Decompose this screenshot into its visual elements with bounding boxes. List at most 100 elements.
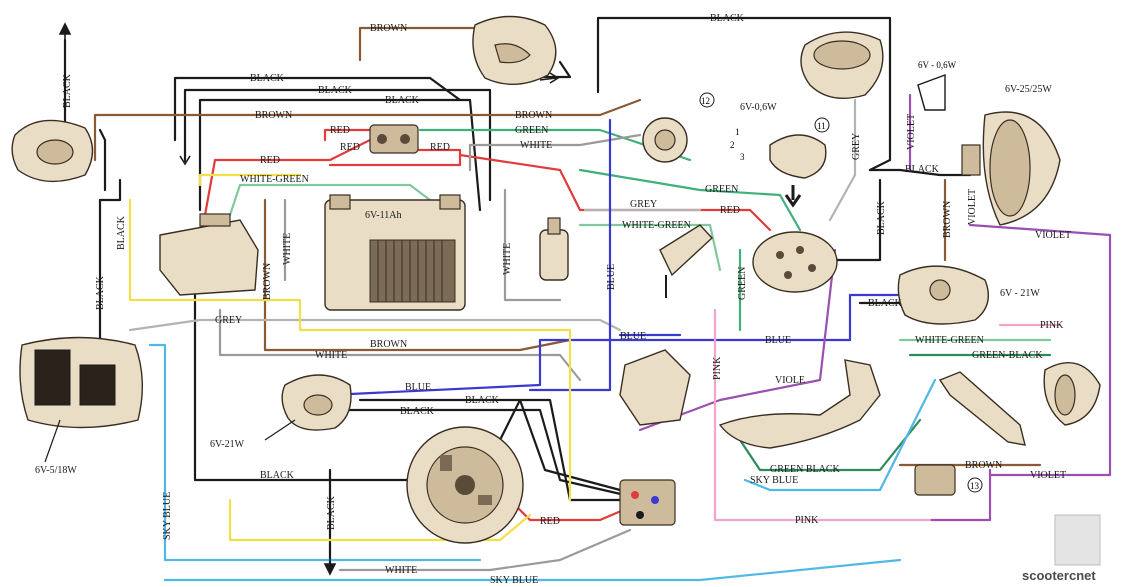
black-wire-top-long [596,16,892,172]
violet-wire-1 [968,223,1112,477]
label-blue-3: BLUE [620,331,646,342]
label-brown-right: BROWN [965,460,1002,471]
label-black-top2: BLACK [318,85,353,96]
yellow-wire-2 [228,498,532,542]
label-brown-upper1: BROWN [255,110,292,121]
label-white-bottom: WHITE [385,565,417,576]
stop-lamp-label: 6V - 21W [1000,288,1040,299]
horn-left [11,119,94,183]
label-grey-v: GREY [851,133,862,160]
label-sky-blue-bottom: SKY BLUE [490,575,538,586]
dash-bulb: 6V - 0,6W [917,60,957,111]
black-wire-mid3 [358,398,622,492]
label-red-3: RED [430,142,450,153]
white-grey-wires [128,98,857,572]
label-black-bottom-v: BLACK [326,495,337,530]
speedo-bulb-label: 6V-0,6W [740,102,777,113]
callout-13: 13 [970,481,980,491]
callout-small-1: 1 [735,127,740,137]
label-brown-mid: BROWN [370,339,407,350]
callout-small-2: 2 [730,140,735,150]
tail-lamp: 6V-21W [210,374,352,450]
black-wire-right [868,168,972,177]
white-green-wires [228,183,1052,342]
headlight-label: 6V-25/25W [1005,84,1052,95]
white-wire-bottom [338,528,632,572]
label-green-v: GREEN [737,267,748,300]
blue-wire-2 [848,293,907,342]
sky-blue-bottom [163,558,902,582]
yellow-wire-1 [128,198,572,502]
sky-blue-wires [148,343,937,582]
watermark-text: scootercnet [1022,568,1096,583]
white-green-1 [228,183,432,217]
blue-wires [328,118,907,397]
pink-wire-1 [713,308,932,522]
green-wire-2 [578,168,802,232]
black-wire-top3 [198,98,482,212]
speedometer: 6V-0,6W [740,31,884,113]
label-red-bottom: RED [540,516,560,527]
headlight: 6V-25/25W [961,84,1061,226]
white-wire-v2 [503,188,562,302]
label-violet-v: VIOLET [906,114,917,150]
red-wire-3 [328,148,462,167]
black-wire-left-v2 [98,128,107,192]
brown-wire-top [358,26,482,62]
red-wire-2 [323,128,382,142]
white-green-2 [578,223,722,272]
ignition-switch: 12 [642,92,715,163]
label-white-green-1: WHITE-GREEN [240,174,309,185]
stop-switch: 13 [914,464,983,496]
light-switch: 11 1 2 3 [730,117,830,208]
label-violet-mid: VIOLE [775,375,805,386]
voltage-regulator [159,213,259,296]
brown-wire-upper [93,98,642,162]
blue-wire-v [528,118,612,392]
tail-lamp-label: 6V-21W [210,439,245,450]
label-pink-2: PINK [1040,320,1064,331]
label-blue-1: BLUE [405,382,431,393]
label-black-right-conn: BLACK [905,164,940,175]
sky-blue-mid [743,378,937,492]
handlebar-lever [718,359,881,449]
brake-lever [938,371,1026,446]
connector-block [369,124,419,154]
black-wire-right-v [828,178,882,262]
label-red-2: RED [340,142,360,153]
grey-wire-1 [128,318,622,332]
label-grey-1: GREY [215,315,242,326]
red-wire-4 [458,153,772,232]
label-pink-1: PINK [795,515,819,526]
wire-labels: BLACK BLACK BLACK BLACK BLACK BLACK BLAC… [62,13,1071,586]
label-red-5: RED [720,205,740,216]
green-black-2 [738,418,922,472]
label-white-v2: WHITE [502,243,513,275]
right-lamp [1043,362,1101,426]
label-brown-v: BROWN [262,263,273,300]
condenser [539,217,569,281]
watermark: scootercnet [1022,514,1101,583]
label-black-top3: BLACK [385,95,420,106]
label-black-mid1: BLACK [465,395,500,406]
label-blue-2: BLUE [765,335,791,346]
label-green-1: GREEN [515,125,548,136]
callout-11: 11 [817,121,826,131]
sky-blue-v [148,343,482,562]
label-red-1: RED [330,125,350,136]
label-violet-1: VIOLET [1035,230,1071,241]
label-white-green-2: WHITE-GREEN [622,220,691,231]
label-black-bottom: BLACK [260,470,295,481]
label-pink-v: PINK [712,356,723,380]
callout-small-3: 3 [740,152,745,162]
battery-label: 6V-11Ah [365,210,401,221]
ignition-coil [659,224,713,298]
green-wires [418,128,1052,472]
label-black-right-v: BLACK [876,200,887,235]
junction-box [752,231,838,293]
components: 6V-11Ah 12 6V-0,6W [11,15,1101,576]
white-wire-1 [468,133,642,172]
label-blue-v: BLUE [606,264,617,290]
label-green-black-1: GREEN-BLACK [972,350,1043,361]
